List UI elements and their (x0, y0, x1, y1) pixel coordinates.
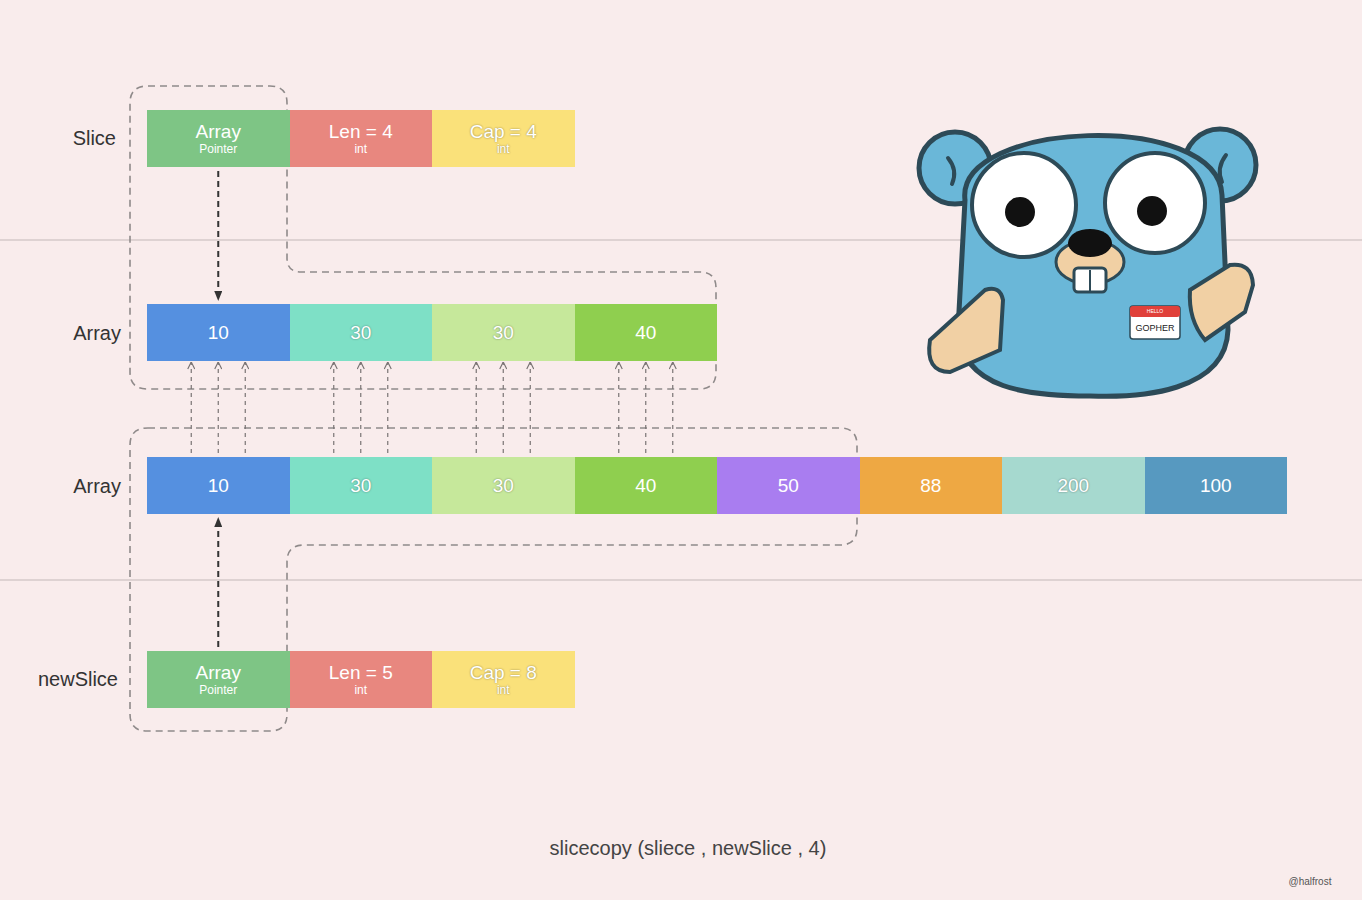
cell-value: 30 (493, 322, 514, 344)
cell-value: Cap = 4 (470, 121, 537, 143)
cell-type: int (354, 684, 367, 698)
cell-type: Pointer (199, 684, 237, 698)
array-element-cell: 30 (432, 304, 575, 361)
cell-value: 40 (635, 322, 656, 344)
row-label: Slice (73, 127, 116, 150)
cell-value: 50 (778, 475, 799, 497)
badge-name: GOPHER (1135, 323, 1174, 333)
pointer-arrow (217, 171, 219, 301)
cell-value: 200 (1057, 475, 1089, 497)
array-element-cell: 50 (717, 457, 860, 514)
len-field-cell: Len = 4int (290, 110, 433, 167)
cap-field-cell: Cap = 4int (432, 110, 575, 167)
cell-type: Pointer (199, 143, 237, 157)
copy-arrow (218, 362, 219, 453)
copy-arrow (360, 362, 361, 453)
array-element-cell: 10 (147, 457, 290, 514)
array-element-cell: 88 (860, 457, 1003, 514)
cell-value: Array (196, 662, 241, 684)
copy-arrow (245, 362, 246, 453)
cell-value: 40 (635, 475, 656, 497)
copy-arrow (645, 362, 646, 453)
array-element-cell: 40 (575, 457, 718, 514)
array-element-cell: 40 (575, 304, 718, 361)
pointer-field-cell: ArrayPointer (147, 110, 290, 167)
array-element-cell: 10 (147, 304, 290, 361)
cap-field-cell: Cap = 8int (432, 651, 575, 708)
copy-arrow (191, 362, 192, 453)
cell-value: 30 (493, 475, 514, 497)
array-element-cell: 30 (432, 457, 575, 514)
slice-reference-outline (130, 86, 716, 389)
array-element-cell: 200 (1002, 457, 1145, 514)
copy-arrow (618, 362, 619, 453)
row-label: Array (73, 322, 121, 345)
len-field-cell: Len = 5int (290, 651, 433, 708)
array-element-cell: 30 (290, 457, 433, 514)
cell-value: 10 (208, 322, 229, 344)
array-element-cell: 30 (290, 304, 433, 361)
copy-arrow (672, 362, 673, 453)
cell-value: Array (196, 121, 241, 143)
cell-value: Len = 5 (329, 662, 393, 684)
cell-value: 30 (350, 322, 371, 344)
cell-value: Len = 4 (329, 121, 393, 143)
cell-type: int (497, 143, 510, 157)
cell-value: 100 (1200, 475, 1232, 497)
copy-arrow (476, 362, 477, 453)
pointer-field-cell: ArrayPointer (147, 651, 290, 708)
watermark: @halfrost (1289, 876, 1332, 888)
row-separator (0, 579, 1362, 580)
cell-type: int (497, 684, 510, 698)
copy-arrow (333, 362, 334, 453)
badge-header: HELLO (1147, 309, 1163, 315)
cell-value: 88 (920, 475, 941, 497)
cell-type: int (354, 143, 367, 157)
copy-arrow (530, 362, 531, 453)
array-element-cell: 100 (1145, 457, 1288, 514)
row-label: Array (73, 475, 121, 498)
row-label: newSlice (38, 668, 118, 691)
pointer-arrow (217, 517, 219, 647)
copy-arrow (503, 362, 504, 453)
cell-value: 10 (208, 475, 229, 497)
caption: slicecopy (sliece , newSlice , 4) (550, 837, 827, 860)
cell-value: Cap = 8 (470, 662, 537, 684)
cell-value: 30 (350, 475, 371, 497)
copy-arrow (387, 362, 388, 453)
gopher-illustration (919, 129, 1256, 396)
